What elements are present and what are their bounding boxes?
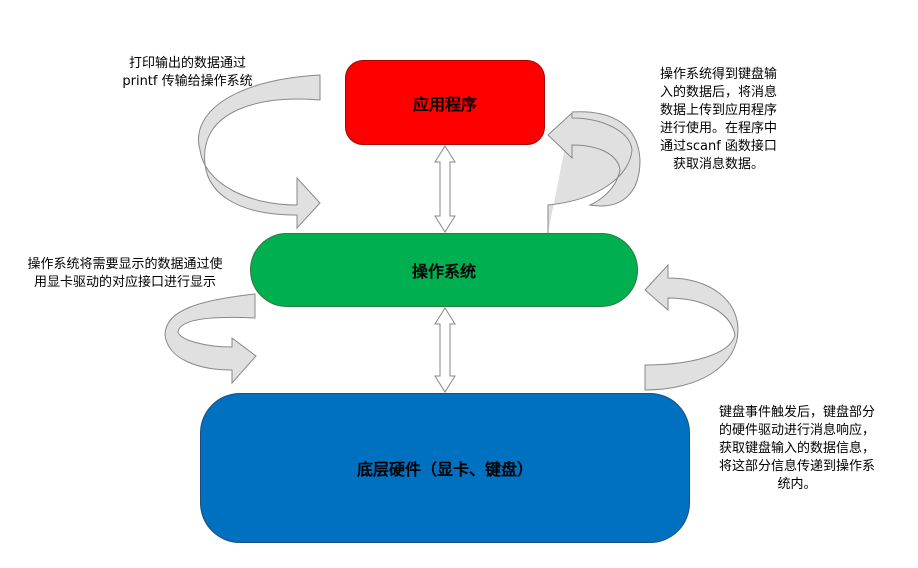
curved-arrow-hw-to-os	[644, 263, 739, 391]
curved-arrow-os-to-app	[547, 111, 641, 233]
application-box: 应用程序	[345, 60, 545, 145]
hardware-label: 底层硬件（显卡、键盘）	[356, 460, 533, 479]
application-label: 应用程序	[412, 94, 477, 114]
os-label: 操作系统	[411, 262, 476, 281]
note-printf: 打印输出的数据通过 printf 传输给操作系统	[122, 56, 253, 89]
hardware-box: 底层硬件（显卡、键盘）	[200, 393, 690, 543]
note-keyboard: 键盘事件触发后，键盘部分 的硬件驱动进行消息响应， 获取键盘输入的数据信息， 将…	[718, 405, 875, 492]
curved-arrow-app-to-os	[198, 74, 321, 230]
double-arrow-app-os	[434, 145, 456, 233]
os-box: 操作系统	[250, 233, 638, 307]
note-display: 操作系统将需要显示的数据通过使 用显卡驱动的对应接口进行显示	[27, 257, 223, 290]
curved-arrow-os-to-hw	[164, 293, 257, 385]
note-scanf: 操作系统得到键盘输 入的数据后，将消息 数据上传到应用程序 进行使用。在程序中 …	[659, 67, 777, 172]
double-arrow-os-hw	[434, 307, 456, 393]
